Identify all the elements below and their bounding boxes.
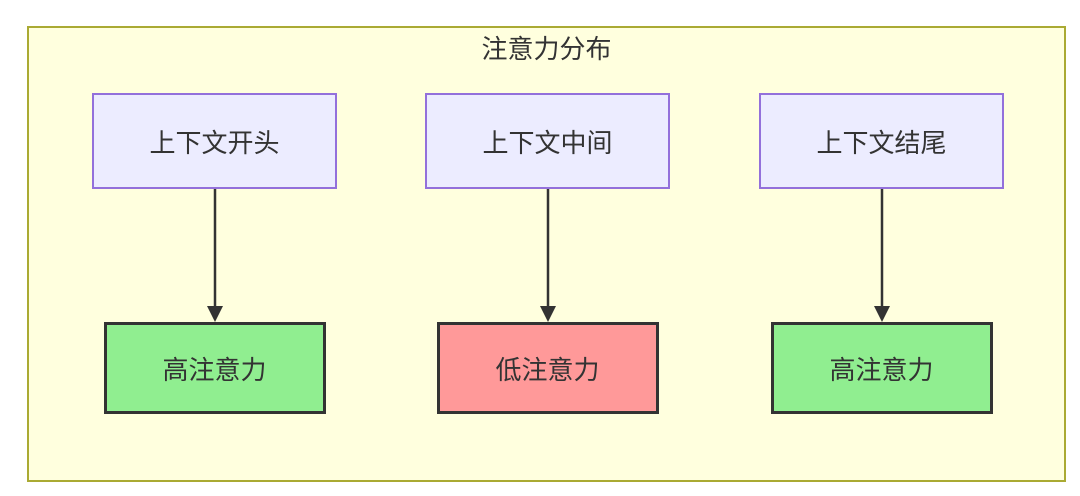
result-node-label: 高注意力 (162, 354, 267, 385)
result-node-high-attention: 高注意力 (770, 322, 993, 414)
column-context-middle: 上下文中间 低注意力 (425, 93, 670, 414)
result-node-label: 高注意力 (829, 354, 934, 385)
arrow-container (538, 189, 558, 322)
source-node-label: 上下文结尾 (816, 127, 947, 158)
result-node-high-attention: 高注意力 (103, 322, 326, 414)
diagram-title: 注意力分布 (481, 34, 612, 64)
result-node-label: 低注意力 (495, 354, 600, 385)
arrow-container (872, 189, 892, 322)
source-node-context-end: 上下文结尾 (759, 93, 1004, 189)
arrow-down-icon (206, 189, 223, 322)
arrow-down-icon (539, 189, 556, 322)
source-node-label: 上下文开头 (149, 127, 280, 158)
source-node-label: 上下文中间 (482, 127, 613, 158)
column-context-end: 上下文结尾 高注意力 (759, 93, 1004, 414)
result-node-low-attention: 低注意力 (436, 322, 659, 414)
source-node-context-middle: 上下文中间 (425, 93, 670, 189)
source-node-context-start: 上下文开头 (92, 93, 337, 189)
column-context-start: 上下文开头 高注意力 (92, 93, 337, 414)
arrow-down-icon (873, 189, 890, 322)
arrow-container (205, 189, 225, 322)
attention-distribution-panel: 注意力分布 上下文开头 高注意力 上下文中间 低注意力 (27, 26, 1066, 482)
